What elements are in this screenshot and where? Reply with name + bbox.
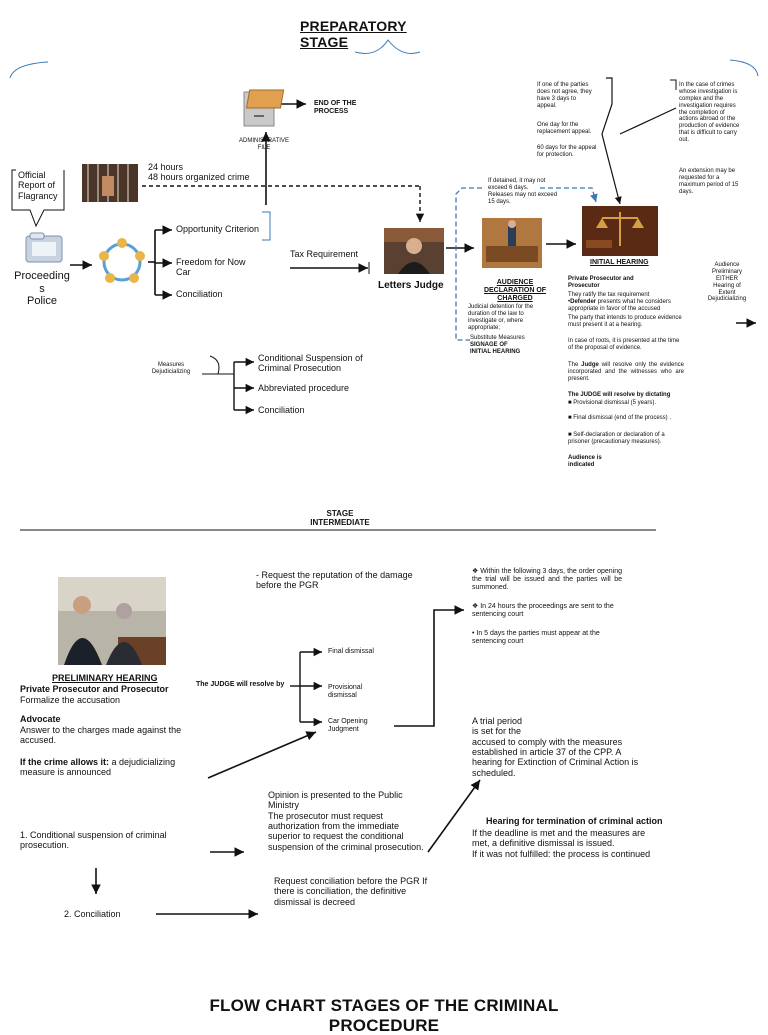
crime-allows-label: If the crime allows it: (20, 757, 110, 767)
judge-resolve-text: The Judge will resolve only the evidence… (568, 362, 684, 383)
crime-allows-text: If the crime allows it: a dejudicializin… (20, 757, 175, 778)
judge-word: Judge (581, 362, 599, 368)
conciliation-option: 2. Conciliation (64, 909, 121, 919)
end-of-process-label: END OF THE PROCESS (314, 100, 357, 116)
termination-hearing-text: If the deadline is met and the measures … (472, 828, 651, 859)
judicial-detention-text: Judicial detention for the duration of t… (468, 304, 534, 331)
self-declaration-text: Self-declaration or declaration of a pri… (568, 432, 665, 445)
audience-indicated-label: Audience is indicated (568, 455, 602, 468)
trial-period-text: A trial period is set for the accused to… (472, 716, 639, 778)
in-24-hours-body: In 24 hours the proceedings are sent to … (472, 603, 614, 619)
judge-dictating-heading: The JUDGE will resolve by dictating (568, 392, 671, 398)
provisional-dismissal-text: Provisional dismissal (5 years). (573, 400, 656, 406)
abbreviated-procedure-label: Abbreviated procedure (258, 383, 350, 393)
official-report-label: Official Report of Flagrancy (18, 170, 58, 201)
tax-requirement-label: Tax Requirement (290, 249, 359, 259)
judge-resolve-by-label: The JUDGE will resolve by (196, 681, 285, 688)
intermediate-stage-title: STAGE INTERMEDIATE (310, 509, 370, 528)
party-evidence-text: The party that intends to produce eviden… (568, 315, 682, 328)
courtroom-photo (482, 218, 542, 268)
letters-judge-label: Letters Judge (378, 280, 444, 291)
audience-preliminary-label: Audience Preliminary EITHER Hearing of E… (707, 262, 747, 303)
within-3-days-text: ❖ Within the following 3 days, the order… (472, 568, 622, 592)
sixty-days-note: 60 days for the appeal for protection. (537, 145, 597, 158)
termination-hearing-title: Hearing for termination of criminal acti… (486, 816, 663, 826)
within-3-days-body: Within the following 3 days, the order o… (472, 568, 622, 592)
brace-right (729, 59, 759, 77)
reputation-request-label: - Request the reputation of the damage b… (256, 570, 413, 591)
signage-initial-hearing: SIGNAGE OF INITIAL HEARING (470, 342, 521, 355)
conciliation-measure-label: Conciliation (258, 405, 305, 415)
administrative-file-label: ADMINISTRATIVE FILE (239, 138, 289, 151)
advocate-label: Advocate (20, 714, 61, 724)
freedom-now-car-label: Freedom for Now Car (176, 257, 246, 278)
parties-disagree-note: If one of the parties does not agree, th… (537, 82, 592, 109)
crime-allows-body: a dejudicializing measure is announced (20, 757, 176, 778)
opinion-text: Opinion is presented to the Public Minis… (268, 790, 424, 852)
hearing-photo (58, 577, 166, 665)
final-dismissal-label: Final dismissal (328, 648, 374, 655)
flow-chart-title: FLOW CHART STAGES OF THE CRIMINAL PROCED… (209, 996, 559, 1035)
brace-left (9, 61, 49, 79)
provisional-dismissal-item: ■ Provisional dismissal (5 years). (568, 400, 656, 406)
brace-top (354, 39, 421, 54)
car-opening-label: Car Opening Judgment (328, 718, 368, 734)
judge-resolve-post: will resolve only the evidence incorpora… (568, 362, 684, 382)
hours-24-label: 24 hours (148, 162, 184, 172)
conditional-suspension-option: 1. Conditional suspension of criminal pr… (20, 830, 167, 851)
in-5-days-text: • In 5 days the parties must appear at t… (472, 630, 600, 646)
proceedings-police-label: Proceeding s Police (14, 270, 70, 308)
answer-charges-label: Answer to the charges made against the a… (20, 725, 182, 746)
request-conciliation-text: Request conciliation before the PGR If t… (274, 876, 428, 907)
final-dismissal-text: Final dismissal (end of the process) . (573, 415, 672, 421)
preliminary-hearing-title: PRELIMINARY HEARING (52, 673, 158, 683)
judge-resolve-pre: The (568, 362, 582, 368)
gavel-scales-photo (582, 206, 658, 256)
conditional-suspension-label: Conditional Suspension of Criminal Prose… (258, 353, 363, 374)
hours-48-label: 48 hours organized crime (148, 172, 250, 182)
final-dismissal-item: ■ Final dismissal (end of the process) . (568, 415, 672, 421)
extension-note: An extension may be requested for a maxi… (679, 168, 739, 195)
private-prosecutor-label: Private Prosecutor and Prosecutor (20, 684, 169, 694)
substitute-measures-text: Substitute Measures (470, 335, 525, 341)
formalize-label: Formalize the accusation (20, 695, 121, 705)
detained-note: If detained, it may not exceed 6 days. R… (488, 178, 558, 205)
ratify-text: They ratify the tax requirement (568, 292, 650, 298)
roots-text: In case of roots, it is presented at the… (568, 338, 680, 351)
one-day-note: One day for the replacement appeal. (537, 122, 592, 135)
opportunity-criterion-label: Opportunity Criterion (176, 224, 260, 234)
conciliation-label: Conciliation (176, 289, 223, 299)
jail-photo (82, 164, 138, 202)
defender-text: •Defender presents what he considers app… (568, 299, 671, 312)
initial-hearing-label: INITIAL HEARING (590, 259, 649, 266)
provisional-dismissal-label: Provisional dismissal (328, 684, 363, 700)
defender-label: Defender (570, 299, 597, 305)
people-circle-icon (96, 236, 148, 288)
preparatory-stage-title: PREPARATORY STAGE (300, 18, 407, 51)
audience-declaration-label: AUDIENCE DECLARATION OF CHARGED (483, 279, 547, 303)
complex-crimes-note: In the case of crimes whose investigatio… (679, 82, 740, 144)
measures-dejudicializing-label: Measures Dejudicializing (151, 362, 191, 375)
in-24-hours-text: ❖ In 24 hours the proceedings are sent t… (472, 603, 614, 619)
file-cabinet-icon (240, 88, 290, 128)
private-prosecutor-heading: Private Prosecutor and Prosecutor (568, 276, 634, 289)
folder-icon (24, 232, 64, 264)
defender-body: presents what he considers appropriate i… (568, 299, 671, 312)
judge-photo (384, 228, 444, 274)
self-declaration-item: ■ Self-declaration or declaration of a p… (568, 432, 665, 445)
